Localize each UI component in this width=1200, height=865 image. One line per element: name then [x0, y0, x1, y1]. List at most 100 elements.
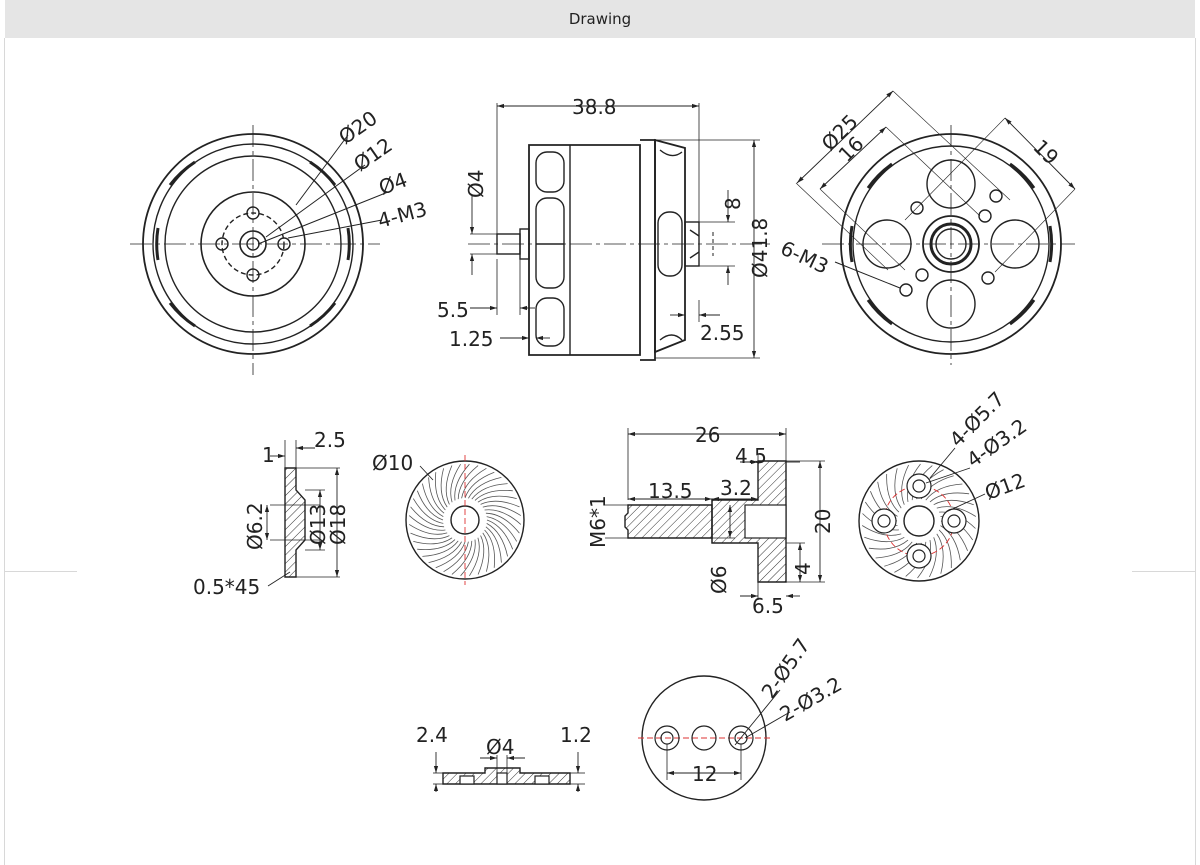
blade-line: [454, 463, 470, 501]
blade-line: [477, 535, 485, 575]
plate-side-view: [433, 752, 585, 792]
blade-line: [451, 540, 473, 575]
blade-line: [485, 512, 520, 534]
blade-line: [461, 467, 487, 499]
front-rim-circle: [152, 143, 354, 345]
plate-label-d12: 1.2: [560, 723, 592, 747]
washer-label-chamfer: 0.5*45: [193, 575, 260, 599]
blade-line: [474, 490, 513, 501]
blade-line: [480, 500, 520, 508]
rear-view: [795, 90, 1076, 365]
blade-line: [435, 541, 466, 569]
washer-label-d1: 1: [262, 443, 275, 467]
prop-adapter: [605, 428, 825, 600]
separator-left: [5, 571, 77, 572]
washer-label-d25: 2.5: [314, 428, 346, 452]
rear-label-m3: 6-M3: [777, 236, 832, 279]
front-hub-d12: [239, 230, 267, 258]
washer-label-d13: Ø13: [306, 504, 330, 545]
blade-line: [410, 506, 445, 528]
plate-label-d24: 2.4: [416, 723, 448, 747]
adapter-label-d65: 6.5: [752, 594, 784, 618]
blade-line: [933, 499, 974, 506]
window-title: Drawing: [5, 0, 1195, 38]
blade-line: [929, 492, 970, 503]
blade-line: [469, 537, 480, 577]
adapter-end-view: [858, 447, 986, 582]
blade-line: [868, 539, 909, 550]
blade-line: [413, 537, 453, 545]
adapter-label-d20: 20: [811, 509, 835, 534]
blade-line: [457, 465, 479, 500]
washer-label-d62: Ø6.2: [243, 502, 267, 550]
separator-right: [1132, 571, 1195, 572]
blade-line: [929, 537, 937, 578]
adapter-label-m6: M6*1: [586, 495, 610, 548]
blade-line: [936, 533, 944, 574]
blade-line: [486, 523, 508, 557]
front-outer-circle: [142, 133, 364, 355]
blade-line: [875, 541, 913, 559]
front-bolt-circle: [221, 212, 285, 276]
blade-line: [471, 483, 508, 500]
side-label-d8: 8: [721, 197, 745, 210]
plate-top-label-d12: 12: [692, 762, 717, 786]
plate-label-d4: Ø4: [486, 735, 514, 759]
left-border: [4, 38, 5, 865]
blade-line: [940, 525, 961, 561]
front-view: [130, 125, 389, 375]
blade-line: [440, 468, 448, 508]
side-label-d255: 2.55: [700, 321, 745, 345]
blade-line: [428, 477, 445, 514]
rear-bearing: [922, 215, 980, 273]
end-label-d12: Ø12: [982, 468, 1029, 505]
washer-label-d18: Ø18: [326, 504, 350, 545]
blade-line: [408, 524, 448, 535]
motor-rear-boss: [684, 221, 700, 267]
side-view: [468, 103, 770, 361]
side-label-d125: 1.25: [449, 327, 494, 351]
blade-line: [894, 468, 902, 509]
washer-view: [264, 440, 340, 587]
adapter-label-d45: 4.5: [735, 444, 767, 468]
blade-line: [410, 532, 450, 540]
motor-bell: [528, 144, 641, 356]
adapter-label-d32: 3.2: [720, 476, 752, 500]
blade-line: [482, 505, 522, 516]
blade-line: [445, 465, 453, 505]
right-border: [1195, 38, 1196, 865]
blade-line: [435, 472, 446, 511]
blade-line: [422, 483, 444, 517]
blade-line: [486, 519, 514, 550]
blade-line: [464, 471, 495, 499]
blade-line: [412, 498, 444, 524]
blade-line: [428, 541, 462, 563]
motor-stator: [654, 138, 686, 354]
blade-line: [938, 529, 952, 569]
blade-line: [460, 539, 476, 577]
blade-line: [416, 490, 444, 521]
blade-line: [482, 532, 490, 572]
blade-line: [485, 526, 502, 563]
blade-line: [484, 509, 522, 525]
plate-top-view: [638, 675, 791, 801]
blade-line: [417, 539, 456, 550]
blade-line: [901, 464, 909, 505]
blade-line: [925, 483, 963, 501]
blade-line: [477, 495, 517, 503]
front-hub-d20: [200, 191, 306, 297]
blade-line: [450, 463, 461, 503]
adapter-label-d135: 13.5: [648, 479, 693, 503]
blade-line: [486, 516, 518, 542]
rear-label-d19: 19: [1028, 135, 1063, 170]
side-label-d55: 5.5: [437, 298, 469, 322]
blade-line: [886, 473, 900, 513]
blade-line: [484, 529, 495, 568]
side-label-len: 38.8: [572, 95, 617, 119]
adapter-label-d6: Ø6: [707, 566, 731, 594]
blade-line: [864, 536, 905, 543]
blade-line: [861, 525, 902, 536]
blade-line: [408, 515, 446, 531]
